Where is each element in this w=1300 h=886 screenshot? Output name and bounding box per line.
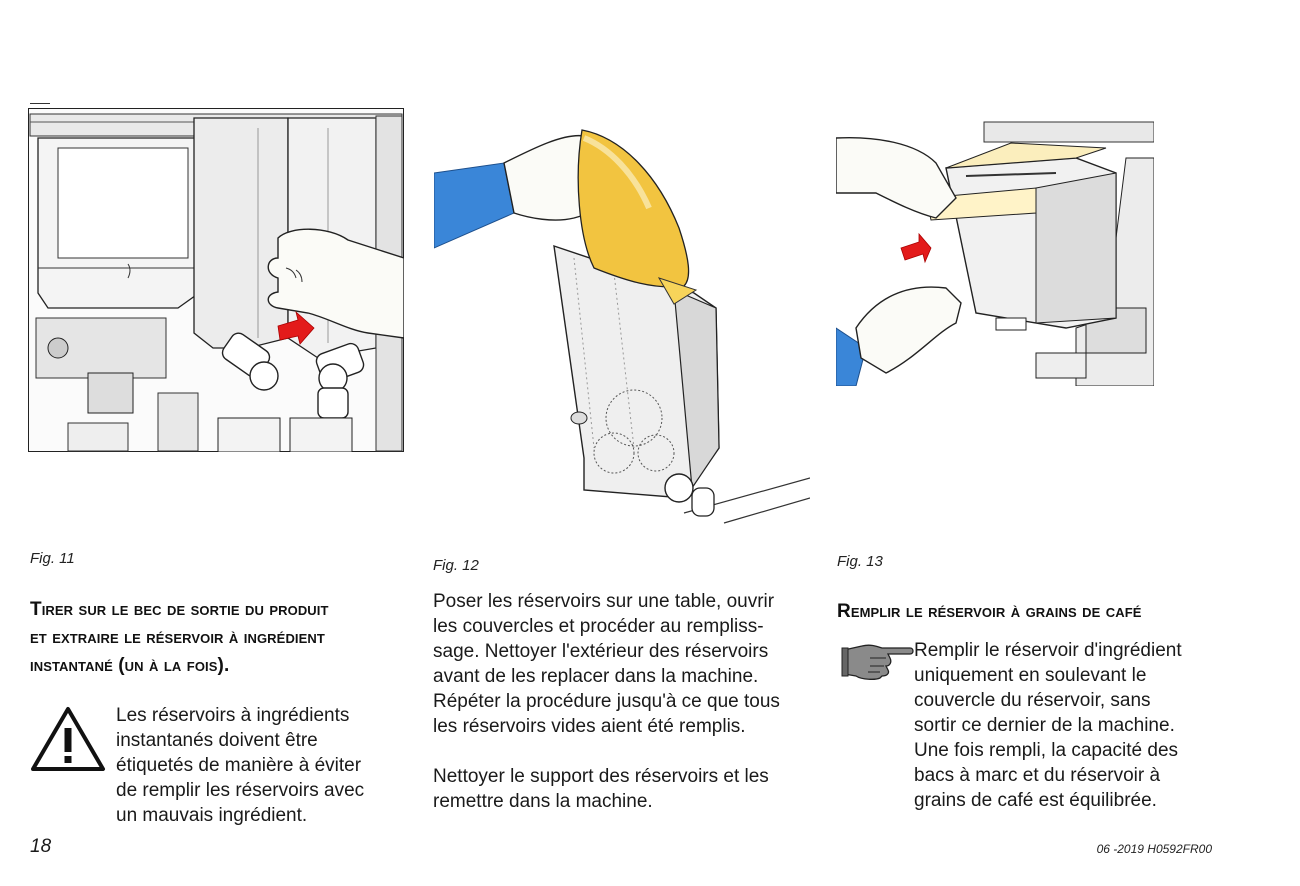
figure-11-tick — [30, 103, 50, 104]
warning-icon — [30, 706, 106, 772]
figure-12-illustration — [434, 118, 810, 530]
col3-note: Remplir le réservoir d'ingrédient unique… — [914, 638, 1182, 813]
figure-11-caption: Fig. 11 — [30, 550, 75, 567]
col1-heading-line-3: instantané (un à la fois). — [30, 655, 230, 676]
warning-line-1: Les réservoirs à ingrédients — [116, 705, 350, 726]
col2-p1-line-6: les réservoirs vides aient été remplis. — [433, 716, 746, 737]
figure-13-caption: Fig. 13 — [837, 553, 883, 570]
pointing-hand-icon — [840, 642, 916, 682]
note-line-2: uniquement en soulevant le — [914, 665, 1147, 686]
figure-11-illustration — [28, 108, 404, 452]
warning-line-3: étiquetés de manière à éviter — [116, 755, 362, 776]
col2-paragraph-1: Poser les réservoirs sur une table, ouvr… — [433, 589, 780, 739]
warning-line-4: de remplir les réservoirs avec — [116, 780, 365, 801]
col2-p2-line-2: remettre dans la machine. — [433, 791, 653, 812]
note-line-3: couvercle du réservoir, sans — [914, 690, 1151, 711]
col2-p1-line-1: Poser les réservoirs sur une table, ouvr… — [433, 591, 775, 612]
col2-p1-line-3: sage. Nettoyer l'extérieur des réservoir… — [433, 641, 769, 662]
note-line-1: Remplir le réservoir d'ingrédient — [914, 640, 1182, 661]
note-line-6: bacs à marc et du réservoir à — [914, 765, 1161, 786]
document-code: 06 -2019 H0592FR00 — [1096, 842, 1212, 856]
col2-p1-line-2: les couvercles et procéder au rempliss- — [433, 616, 764, 637]
col1-heading-line-2: et extraire le réservoir à ingrédient — [30, 627, 325, 648]
figure-13-illustration — [836, 118, 1154, 386]
col2-p1-line-4: avant de les replacer dans la machine. — [433, 666, 759, 687]
note-line-5: Une fois rempli, la capacité des — [914, 740, 1179, 761]
figure-12-caption: Fig. 12 — [433, 557, 479, 574]
warning-line-5: un mauvais ingrédient. — [116, 805, 308, 826]
col1-heading: Tirer sur le bec de sortie du produit et… — [30, 596, 420, 680]
warning-text: Les réservoirs à ingrédients instantanés… — [116, 703, 364, 828]
warning-line-2: instantanés doivent être — [116, 730, 318, 751]
col3-heading: Remplir le réservoir à grains de café — [837, 601, 1142, 622]
col2-p2-line-1: Nettoyer le support des réservoirs et le… — [433, 766, 769, 787]
note-line-7: grains de café est équilibrée. — [914, 790, 1157, 811]
col2-p1-line-5: Répéter la procédure jusqu'à ce que tous — [433, 691, 780, 712]
col2-paragraph-2: Nettoyer le support des réservoirs et le… — [433, 764, 769, 814]
page-number: 18 — [30, 836, 52, 857]
col1-heading-line-1: Tirer sur le bec de sortie du produit — [30, 599, 329, 620]
note-line-4: sortir ce dernier de la machine. — [914, 715, 1175, 736]
